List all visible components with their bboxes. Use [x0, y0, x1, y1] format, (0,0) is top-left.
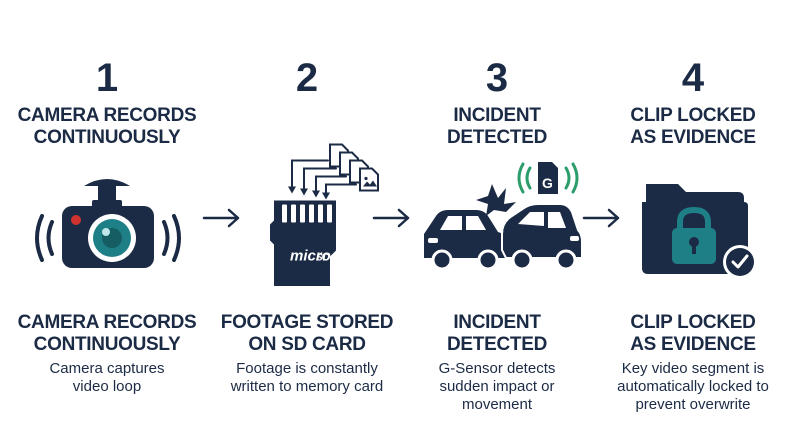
step-bottom-title: INCIDENT DETECTED — [447, 312, 547, 355]
arrow-right-icon — [202, 208, 240, 228]
step-bottom-title: CLIP LOCKED AS EVIDENCE — [630, 312, 756, 355]
car-collision-icon: G — [424, 162, 583, 271]
step-description: Footage is constantly written to memory … — [230, 360, 384, 395]
step-number: 3 — [485, 56, 509, 100]
svg-text:micro: micro — [290, 248, 331, 265]
step-3: 3 INCIDENT DETECTED G INCIDENT DE — [402, 0, 592, 448]
step-4: 4 CLIP LOCKED AS EVIDENCE CLIP LOCKED AS… — [598, 0, 788, 448]
step-number: 2 — [295, 56, 319, 100]
step-bottom-title: CAMERA RECORDS CONTINUOUSLY — [17, 312, 197, 355]
arrow-right-icon — [372, 208, 410, 228]
step-description: G-Sensor detects sudden impact or moveme… — [438, 360, 556, 413]
step-description: Camera captures video loop — [49, 360, 165, 395]
locked-folder-icon — [642, 184, 757, 279]
step-2: 2 — [212, 0, 402, 448]
step-top-title: CLIP LOCKED AS EVIDENCE — [630, 105, 756, 148]
dash-camera-icon — [35, 179, 181, 268]
svg-text:G: G — [542, 175, 553, 191]
g-sensor-icon: G — [517, 162, 579, 194]
step-description: Key video segment is automatically locke… — [617, 360, 769, 413]
step-bottom-title: FOOTAGE STORED ON SD CARD — [220, 312, 394, 355]
svg-text:SD: SD — [316, 253, 330, 264]
step-1: 1 CAMERA RECORDS CONTINUOUSLY CAMERA REC… — [12, 0, 202, 448]
micro-sd-card-icon: micro SD — [270, 143, 379, 286]
step-number: 1 — [95, 56, 119, 100]
step-top-title: INCIDENT DETECTED — [447, 105, 547, 148]
step-top-title: CAMERA RECORDS CONTINUOUSLY — [17, 105, 197, 148]
step-number: 4 — [681, 56, 705, 100]
arrow-right-icon — [582, 208, 620, 228]
